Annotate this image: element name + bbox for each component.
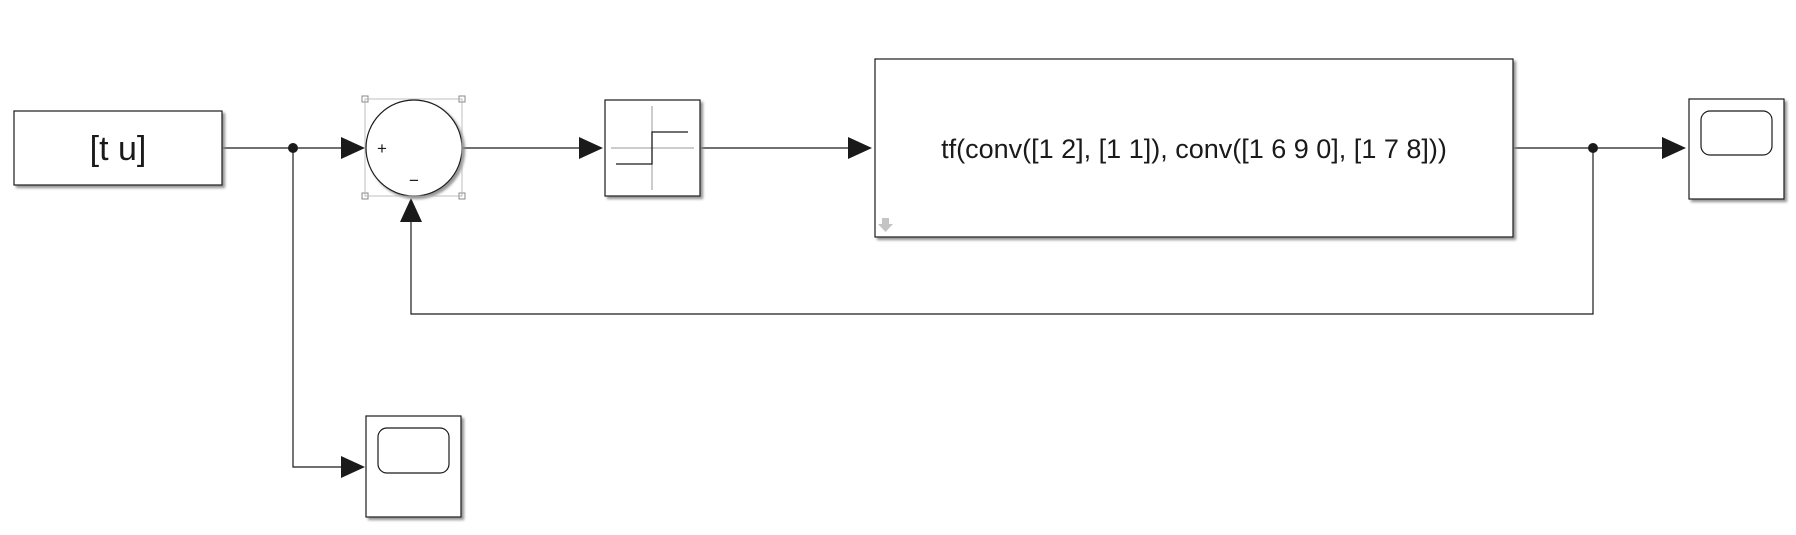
sum-plus-sign: + xyxy=(377,139,387,158)
arrow-feedback-into-sum xyxy=(400,198,422,222)
input-scope-block[interactable] xyxy=(365,415,462,518)
branch-point-input[interactable] xyxy=(288,143,298,153)
from-workspace-block[interactable]: [t u] xyxy=(13,110,223,186)
line-branch-to-input-scope[interactable] xyxy=(292,148,346,468)
arrow-into-sum xyxy=(341,137,365,159)
branch-point-output[interactable] xyxy=(1588,143,1598,153)
signal-lines xyxy=(222,147,1663,468)
transfer-fcn-label: tf(conv([1 2], [1 1]), conv([1 6 9 0], [… xyxy=(941,134,1447,164)
from-workspace-label: [t u] xyxy=(90,130,147,168)
transfer-fcn-block[interactable]: tf(conv([1 2], [1 1]), conv([1 6 9 0], [… xyxy=(874,58,1514,238)
sum-minus-sign: − xyxy=(409,171,419,190)
arrowheads xyxy=(341,137,1686,478)
mask-arrow-down-icon[interactable] xyxy=(878,218,893,232)
arrow-into-output-scope xyxy=(1662,137,1686,159)
selection-frame xyxy=(364,98,463,197)
scope-screen-icon xyxy=(377,427,450,474)
step-relay-icon xyxy=(611,106,694,190)
relay-block[interactable] xyxy=(604,99,701,197)
arrow-into-relay xyxy=(579,137,603,159)
output-scope-block[interactable] xyxy=(1688,98,1785,200)
arrow-into-tf xyxy=(848,137,872,159)
scope-screen-icon xyxy=(1700,110,1773,156)
sum-block[interactable]: + − xyxy=(361,95,466,200)
arrow-into-input-scope xyxy=(341,456,365,478)
line-feedback[interactable] xyxy=(410,148,1594,315)
